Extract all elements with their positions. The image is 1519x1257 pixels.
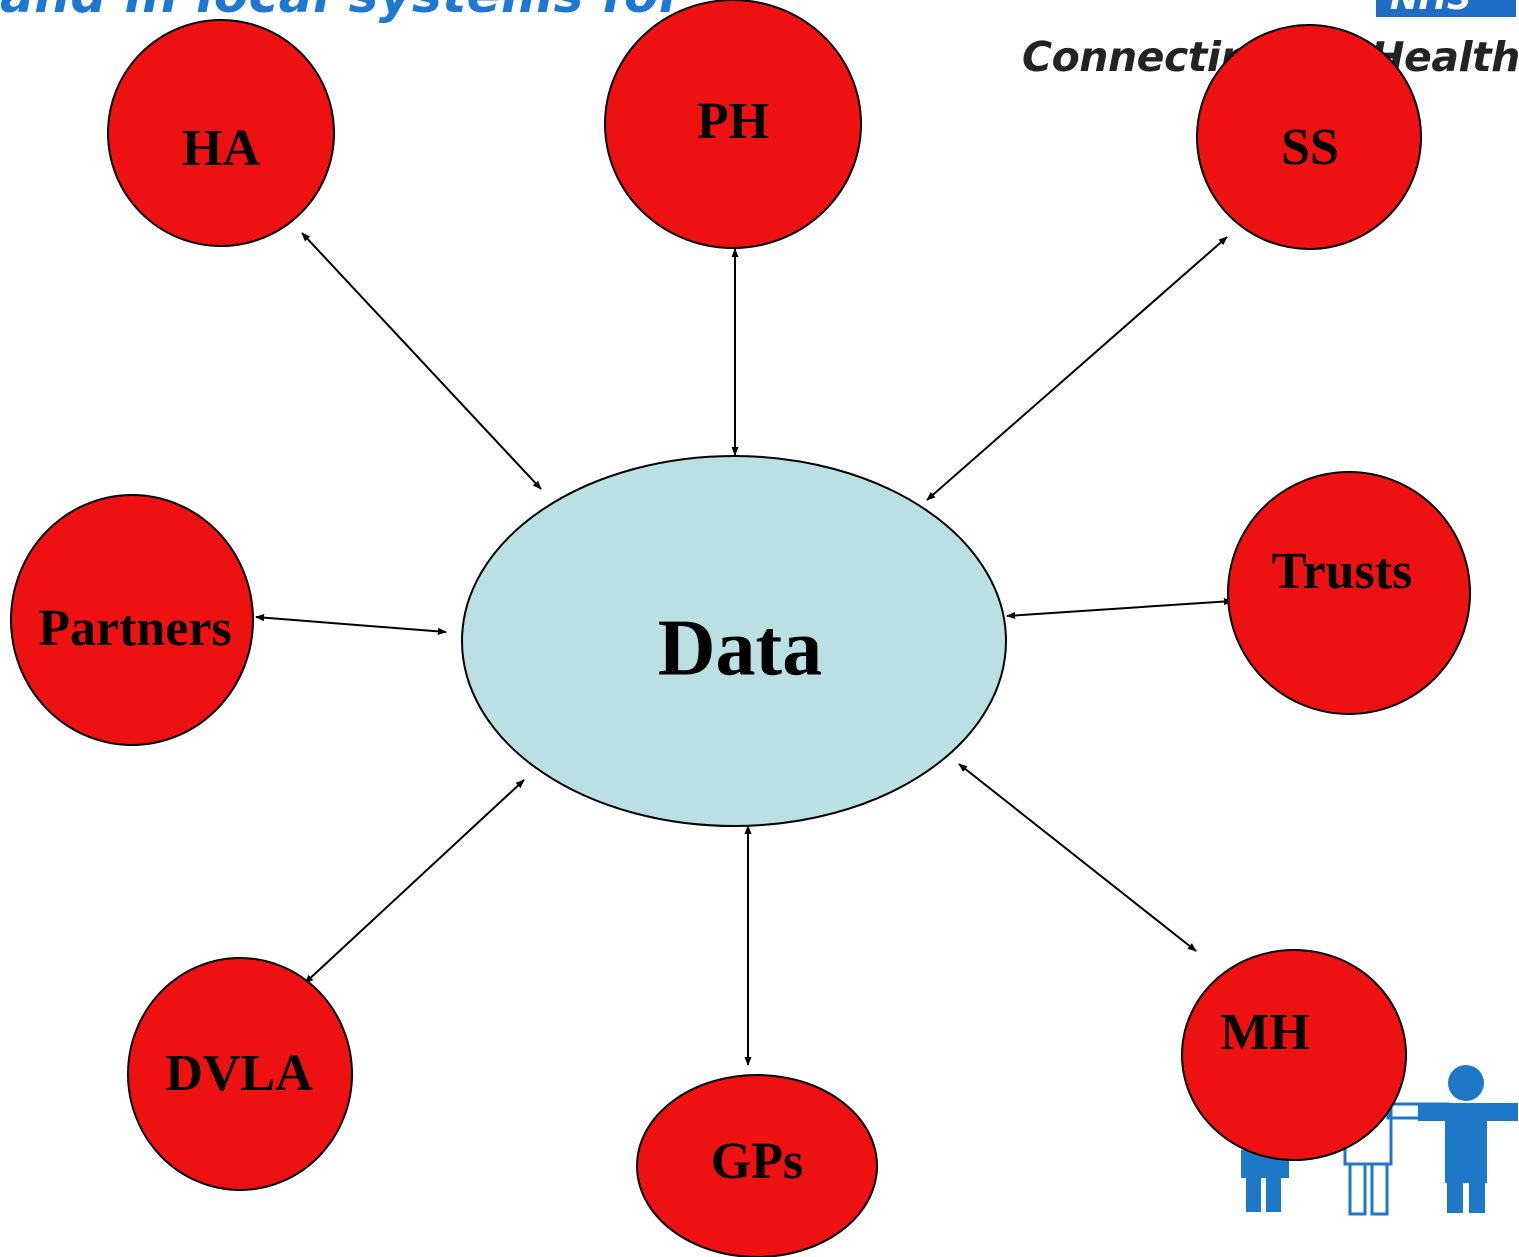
nhs-logo-text: NHS xyxy=(1390,0,1471,15)
node-mh-label: MH xyxy=(1220,1004,1310,1061)
link-dvla-data xyxy=(304,779,525,984)
nhs-logo: NHS xyxy=(1376,0,1516,17)
node-ha-label: HA xyxy=(182,120,260,177)
connectors xyxy=(255,232,1233,1066)
node-ss-label: SS xyxy=(1281,119,1339,176)
link-ss-data xyxy=(926,236,1228,501)
node-ph-label: PH xyxy=(697,93,769,150)
node-dvla: DVLA xyxy=(127,957,353,1191)
node-ss: SS xyxy=(1196,24,1422,250)
node-partners: Partners xyxy=(10,494,254,746)
node-trusts: Trusts xyxy=(1227,471,1471,715)
node-gps-label: GPs xyxy=(711,1133,803,1190)
node-dvla-label: DVLA xyxy=(165,1045,313,1102)
node-mh: MH xyxy=(1181,949,1407,1161)
node-ph: PH xyxy=(604,0,862,249)
node-partners-label: Partners xyxy=(38,600,231,657)
page-title: and in local systems for ? xyxy=(0,0,731,24)
data-hub-label: Data xyxy=(658,604,822,692)
link-mh-data xyxy=(958,763,1197,952)
node-ha: HA xyxy=(107,19,335,247)
link-trusts-data xyxy=(1006,597,1233,620)
link-ha-data xyxy=(301,232,542,490)
node-trusts-label: Trusts xyxy=(1272,543,1413,600)
link-partners-data xyxy=(255,614,447,635)
data-hub xyxy=(461,455,1007,827)
node-gps: GPs xyxy=(636,1074,878,1257)
